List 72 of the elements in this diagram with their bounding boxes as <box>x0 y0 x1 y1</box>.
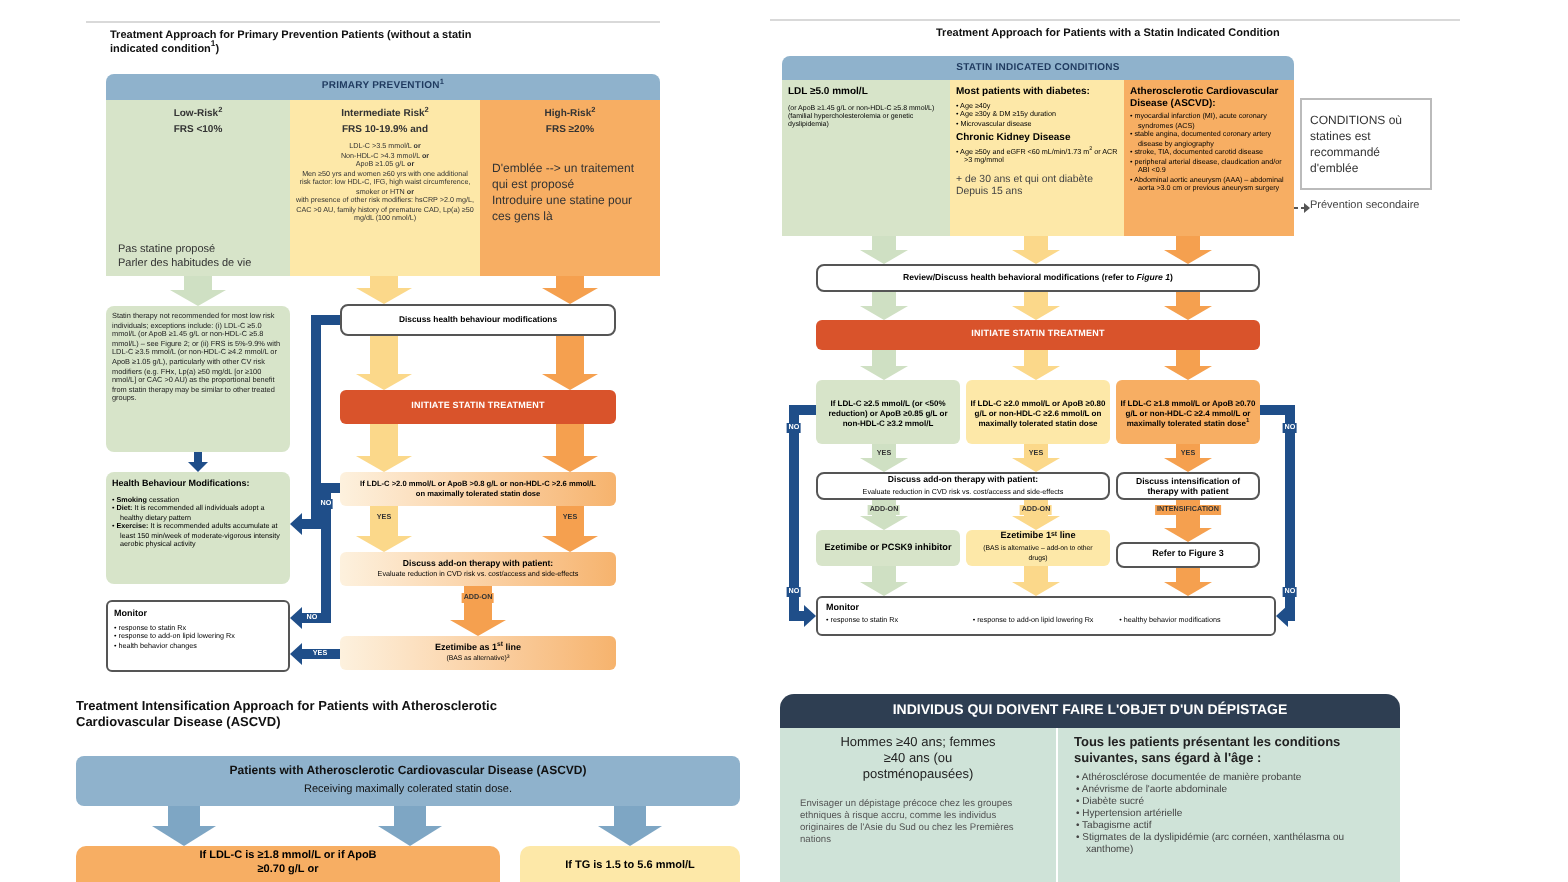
decision-box <box>816 380 960 444</box>
decision-box <box>340 472 616 506</box>
info-box <box>106 472 290 584</box>
chevron-arrow <box>356 336 412 390</box>
chevron-arrow <box>1164 444 1212 472</box>
note-box <box>1300 98 1432 190</box>
arrow <box>789 405 816 627</box>
chevron-arrow <box>1164 236 1212 264</box>
decision-box <box>966 380 1110 444</box>
chevron-arrow <box>542 336 598 390</box>
chevron-arrow <box>450 586 506 636</box>
header-band <box>780 694 1400 728</box>
arrow <box>290 483 340 629</box>
header-band <box>106 74 660 100</box>
chevron-arrow <box>1012 292 1060 320</box>
condition-column <box>950 80 1124 236</box>
info-box <box>106 306 290 452</box>
chevron-arrow <box>356 506 412 552</box>
process-box <box>340 636 616 670</box>
process-box <box>340 304 616 336</box>
chevron-arrow <box>1012 444 1060 472</box>
chevron-arrow <box>356 424 412 472</box>
chevron-arrow <box>1164 568 1212 596</box>
risk-column <box>106 100 290 276</box>
process-box <box>816 264 1260 292</box>
chevron-arrow <box>1012 566 1060 596</box>
chevron-arrow <box>152 806 216 846</box>
action-bar <box>340 390 616 424</box>
chevron-arrow <box>170 276 226 306</box>
risk-column <box>480 100 660 276</box>
process-box <box>340 552 616 586</box>
arrow <box>290 643 340 665</box>
process-box <box>816 472 1110 500</box>
chevron-arrow <box>1164 350 1212 380</box>
chevron-arrow <box>1164 292 1212 320</box>
decision-box <box>1116 380 1260 444</box>
chevron-arrow <box>860 444 908 472</box>
arrow <box>1293 203 1310 213</box>
chevron-arrow <box>1164 500 1212 542</box>
chevron-arrow <box>378 806 442 846</box>
decision-box <box>520 846 740 882</box>
arrow <box>188 452 208 472</box>
chevron-arrow <box>542 506 598 552</box>
process-box <box>1116 472 1260 500</box>
info-column <box>1058 728 1400 882</box>
chevron-arrow <box>1012 500 1060 530</box>
monitor-box <box>106 600 290 672</box>
chevron-arrow <box>598 806 662 846</box>
arrow <box>290 315 340 535</box>
chevron-arrow <box>860 566 908 596</box>
chevron-arrow <box>860 350 908 380</box>
chevron-arrow <box>1012 236 1060 264</box>
decision-box <box>76 846 500 882</box>
info-column <box>780 728 1056 882</box>
chevron-arrow <box>1012 350 1060 380</box>
action-bar <box>816 320 1260 350</box>
chevron-arrow <box>542 276 598 304</box>
process-box <box>966 530 1110 566</box>
condition-column <box>1124 80 1294 236</box>
monitor-box <box>816 596 1276 636</box>
process-box <box>816 530 960 566</box>
chevron-arrow <box>542 424 598 472</box>
process-box <box>1116 542 1260 568</box>
chevron-arrow <box>356 276 412 304</box>
header-band <box>782 56 1294 80</box>
chevron-arrow <box>860 236 908 264</box>
header-box <box>76 756 740 806</box>
condition-column <box>782 80 950 236</box>
chevron-arrow <box>860 500 908 530</box>
chevron-arrow <box>860 292 908 320</box>
arrow <box>1260 405 1295 627</box>
risk-column <box>290 100 480 276</box>
